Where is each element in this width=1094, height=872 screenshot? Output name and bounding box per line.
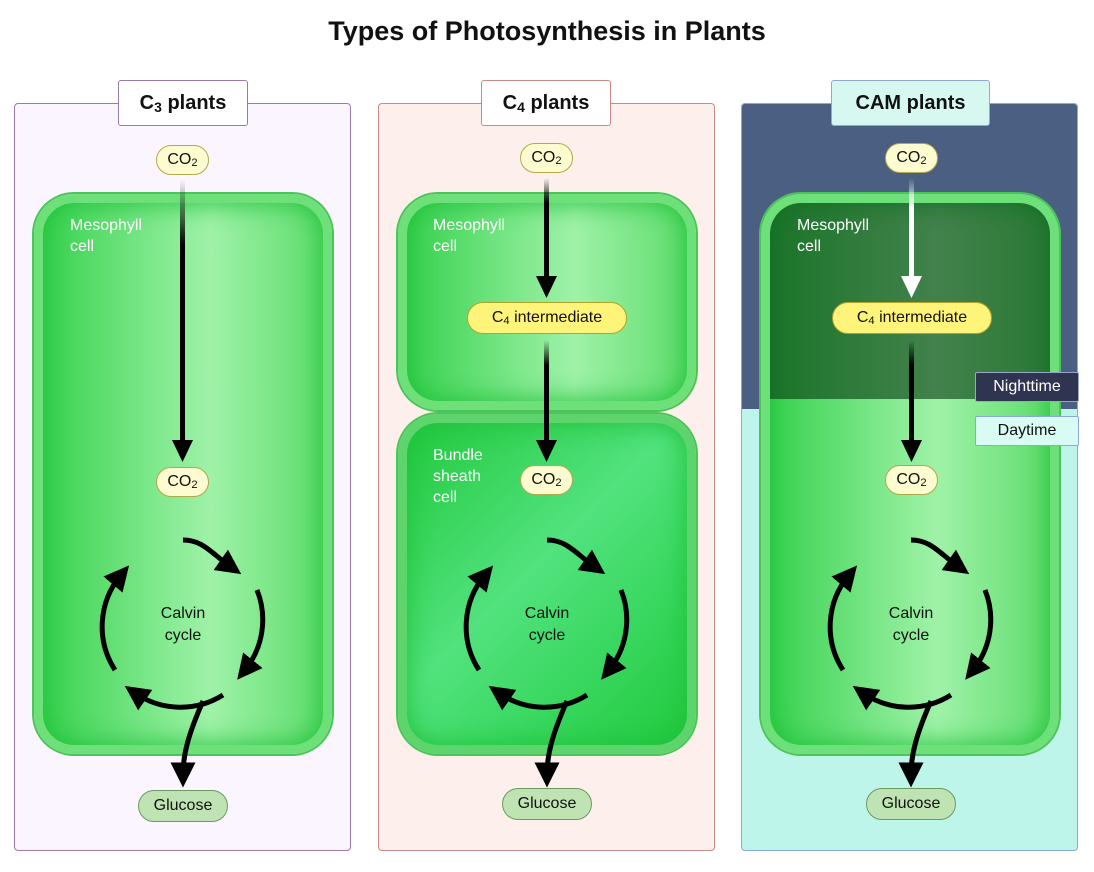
page-title: Types of Photosynthesis in Plants [328,16,766,46]
c4-glucose: Glucose [502,788,592,820]
cam-mesophyll-label: Mesophyll cell [797,215,869,257]
cam-glucose: Glucose [866,788,956,820]
c4-calvin-cycle-label: Calvin cycle [487,603,607,647]
cam-cycle-line1: Calvin [888,605,934,622]
cam-mesophyll-label-text: Mesophyll cell [797,217,870,255]
intermediate-subscript: 4 [868,315,875,328]
co2-subscript: 2 [191,479,198,492]
c3-calvin-cycle-label: Calvin cycle [123,603,243,647]
co2-subscript: 2 [920,477,927,490]
c3-label-subscript: 3 [154,98,162,115]
intermediate-text: intermediate [874,309,968,326]
co2-text: CO [167,473,192,490]
c4-bundle-label-text: Bundle sheath cell [433,447,483,506]
co2-text: CO [531,149,556,166]
co2-subscript: 2 [920,155,927,168]
c4-label-text: plants [524,91,590,114]
co2-subscript: 2 [555,155,562,168]
c4-cycle-line2: cycle [528,627,566,644]
c3-cycle-line2: cycle [164,627,202,644]
co2-subscript: 2 [191,157,198,170]
co2-text: CO [531,471,556,488]
c3-label-letter: C [139,91,155,114]
intermediate-letter: C [856,309,869,326]
c4-mesophyll-label: Mesophyll cell [433,215,505,257]
c4-label-subscript: 4 [517,98,525,115]
co2-text: CO [896,149,921,166]
nighttime-tag: Nighttime [975,372,1079,402]
c3-glucose: Glucose [138,790,228,822]
c3-cycle-line1: Calvin [160,605,206,622]
c4-cycle-line1: Calvin [524,605,570,622]
daytime-tag: Daytime [975,416,1079,446]
c3-label-text: plants [161,91,227,114]
c4-bundle-sheath-label: Bundle sheath cell [433,445,483,508]
intermediate-text: intermediate [509,309,603,326]
co2-text: CO [167,151,192,168]
c4-label-letter: C [502,91,518,114]
co2-subscript: 2 [555,477,562,490]
cam-panel-label: CAM plants [831,80,990,126]
co2-text: CO [896,471,921,488]
c3-mesophyll-label: Mesophyll cell [70,215,142,257]
c3-mesophyll-label-text: Mesophyll cell [70,217,143,255]
intermediate-letter: C [491,309,504,326]
cam-calvin-cycle-label: Calvin cycle [851,603,971,647]
c4-mesophyll-label-text: Mesophyll cell [433,217,506,255]
intermediate-subscript: 4 [503,315,510,328]
cam-cycle-line2: cycle [892,627,930,644]
